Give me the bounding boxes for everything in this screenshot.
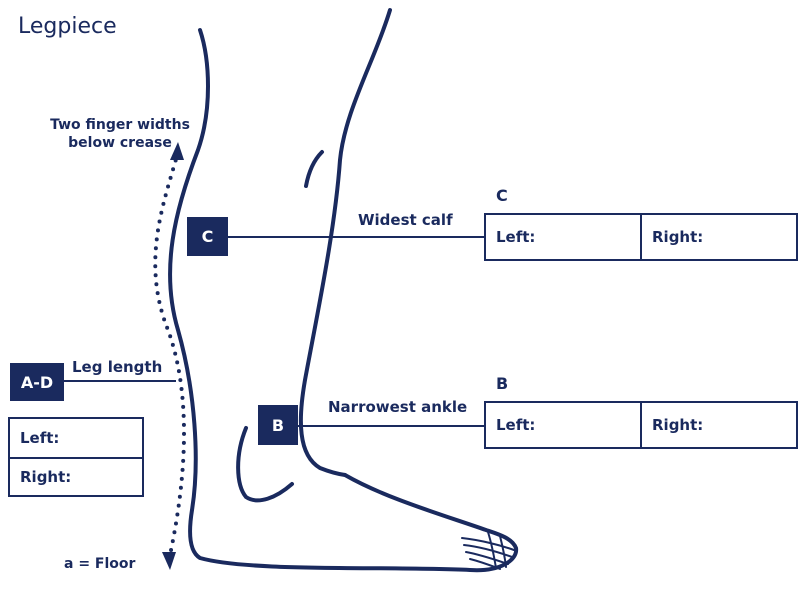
ankle-box-header: B: [496, 374, 508, 393]
leg-back-outline: [170, 30, 516, 570]
ankle-measurement-box: Left: Right:: [484, 401, 798, 449]
calf-measurement-box: Left: Right:: [484, 213, 798, 261]
calf-right-field[interactable]: Right:: [640, 215, 796, 259]
leg-length-tag-ad: A-D: [10, 363, 64, 401]
widest-calf-label: Widest calf: [358, 211, 453, 229]
leg-length-right-field[interactable]: Right:: [10, 457, 142, 495]
calf-left-field[interactable]: Left:: [486, 215, 640, 259]
ankle-right-field[interactable]: Right:: [640, 403, 796, 447]
leg-length-left-field[interactable]: Left:: [10, 419, 142, 457]
calf-box-header: C: [496, 186, 508, 205]
knee-crease: [306, 152, 322, 186]
floor-label: a = Floor: [64, 556, 135, 572]
arrow-down-icon: [162, 552, 176, 570]
ankle-tag-b: B: [258, 405, 298, 445]
ankle-left-field[interactable]: Left:: [486, 403, 640, 447]
leg-length-label: Leg length: [72, 358, 162, 376]
top-crease-note: Two finger widths below crease: [30, 116, 210, 152]
calf-tag-c: C: [187, 217, 228, 256]
narrowest-ankle-label: Narrowest ankle: [328, 398, 467, 416]
leg-length-measurement-box: Left: Right:: [8, 417, 144, 497]
